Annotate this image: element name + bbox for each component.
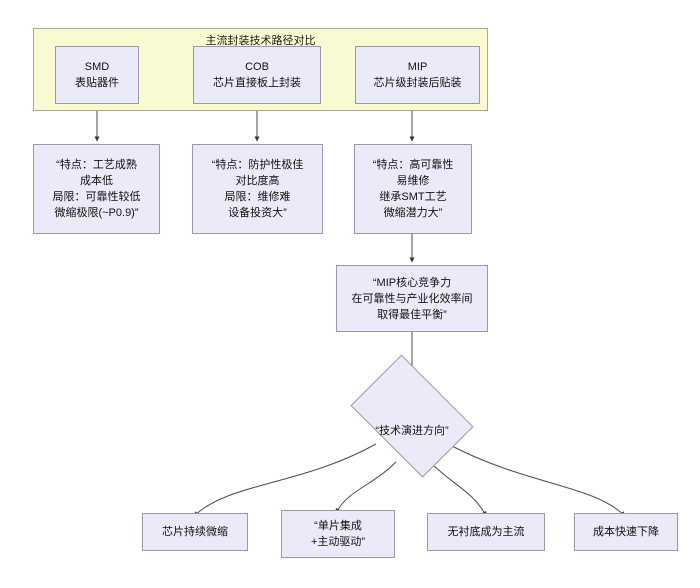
node-outcome-substrateless[interactable]: 无衬底成为主流 [427,513,545,551]
node-cob-detail[interactable]: “特点：防护性极佳 对比度高 局限：维修难 设备投资大” [192,144,323,234]
node-evolution-direction-label: “技术演进方向” [375,424,449,437]
node-cob-label: COB 芯片直接板上封装 [213,61,301,89]
node-outcome-cost-label: 成本快速下降 [593,526,659,538]
node-cob-detail-label: “特点：防护性极佳 对比度高 局限：维修难 设备投资大” [211,159,304,219]
node-mip-label: MIP 芯片级封装后贴装 [373,61,462,89]
node-outcome-shrink-label: 芯片持续微缩 [162,526,228,538]
node-cob[interactable]: COB 芯片直接板上封装 [193,46,321,104]
node-outcome-integration[interactable]: “单片集成 +主动驱动” [281,510,395,558]
node-smd-detail[interactable]: “特点：工艺成熟 成本低 局限：可靠性较低 微缩极限(~P0.9)” [33,144,160,234]
diamond-shape [350,354,474,478]
node-outcome-cost[interactable]: 成本快速下降 [574,513,678,551]
node-outcome-shrink[interactable]: 芯片持续微缩 [142,513,248,551]
node-mip[interactable]: MIP 芯片级封装后贴装 [355,46,480,104]
node-mip-core-label: “MIP核心竞争力 在可靠性与产业化效率间 取得最佳平衡” [351,276,473,321]
node-smd[interactable]: SMD 表贴器件 [55,46,139,104]
node-outcome-substrateless-label: 无衬底成为主流 [447,526,525,538]
node-evolution-direction[interactable]: “技术演进方向” [340,354,484,482]
node-mip-detail[interactable]: “特点：高可靠性 易维修 继承SMT工艺 微缩潜力大” [354,144,472,234]
group-title: 主流封装技术路径对比 [205,35,316,47]
node-outcome-integration-label: “单片集成 +主动驱动” [310,520,366,548]
node-mip-detail-label: “特点：高可靠性 易维修 继承SMT工艺 微缩潜力大” [372,159,454,219]
node-smd-detail-label: “特点：工艺成熟 成本低 局限：可靠性较低 微缩极限(~P0.9)” [52,159,141,219]
node-smd-label: SMD 表贴器件 [75,61,119,89]
node-mip-core[interactable]: “MIP核心竞争力 在可靠性与产业化效率间 取得最佳平衡” [336,265,488,332]
